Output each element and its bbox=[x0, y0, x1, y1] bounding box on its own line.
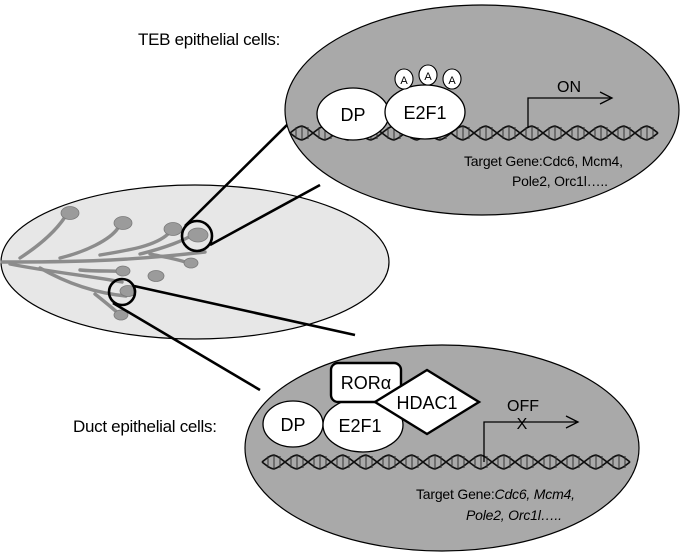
teb-panel-title: TEB epithelial cells: bbox=[138, 30, 280, 49]
transcription-off-arrow bbox=[483, 415, 580, 462]
blocked-x-mark: X bbox=[517, 416, 528, 433]
duct-panel-title: Duct epithelial cells: bbox=[73, 417, 217, 436]
duct-branch bbox=[98, 232, 170, 257]
connector-duct-lower bbox=[112, 301, 261, 392]
acetyl-group bbox=[442, 68, 462, 90]
connector-teb-upper bbox=[184, 121, 291, 227]
teb-zoom-circle bbox=[180, 219, 214, 253]
rora-label: RORα bbox=[341, 373, 391, 393]
e2f1-label: E2F1 bbox=[338, 416, 381, 436]
teb-panel-ellipse bbox=[284, 4, 680, 216]
acetylation-marks: A A A bbox=[394, 64, 462, 90]
acetyl-group bbox=[418, 64, 438, 86]
acetyl-label: A bbox=[424, 71, 432, 83]
teb-panel: DP E2F1 A A A ON Target Gene:Cdc6, Mcm4,… bbox=[284, 4, 680, 216]
duct-zoom-circle bbox=[107, 277, 137, 307]
rora-protein bbox=[329, 361, 403, 404]
main-duct bbox=[0, 250, 207, 264]
duct-panel: DP E2F1 RORα HDAC1 OFF X Target Gene:Cdc… bbox=[244, 344, 640, 552]
duct-branch bbox=[58, 226, 120, 260]
acetyl-label: A bbox=[448, 75, 456, 87]
target-prefix: Target Gene: bbox=[416, 486, 495, 502]
teb-bud bbox=[113, 309, 129, 321]
duct-branch bbox=[8, 262, 124, 284]
transcription-on-label: ON bbox=[557, 79, 581, 96]
target-prefix: Target Gene: bbox=[464, 153, 543, 169]
teb-bud bbox=[163, 222, 183, 236]
teb-bud bbox=[113, 216, 133, 230]
teb-bud bbox=[187, 227, 209, 243]
teb-bud bbox=[183, 257, 199, 269]
dp-label: DP bbox=[340, 105, 365, 125]
target-genes: Cdc6, Mcm4, bbox=[543, 153, 623, 169]
duct-branch bbox=[38, 266, 128, 298]
teb-target-genes-line2: Pole2, Orc1l….. bbox=[512, 173, 608, 189]
hdac1-protein bbox=[372, 368, 482, 436]
duct-branch bbox=[18, 215, 67, 260]
duct-target-genes-line2: Pole2, Orc1l….. bbox=[466, 507, 562, 523]
terminal-end-buds bbox=[60, 206, 209, 321]
transcription-on-arrow bbox=[527, 91, 614, 128]
duct-panel-ellipse bbox=[244, 344, 640, 552]
connector-teb-lower bbox=[209, 183, 321, 247]
teb-bud bbox=[60, 206, 80, 220]
dna-helix-duct bbox=[261, 454, 631, 470]
transcription-off-label: OFF bbox=[507, 398, 539, 415]
dp-label: DP bbox=[280, 415, 305, 435]
hdac1-label: HDAC1 bbox=[396, 393, 457, 413]
acetyl-label: A bbox=[400, 75, 408, 87]
teb-target-genes-line1: Target Gene:Cdc6, Mcm4, bbox=[464, 153, 623, 169]
acetyl-group bbox=[394, 68, 414, 90]
e2f1-label: E2F1 bbox=[403, 103, 446, 123]
mammary-gland bbox=[0, 184, 390, 340]
zoom-connectors bbox=[112, 121, 356, 392]
connector-duct-upper bbox=[133, 284, 356, 337]
duct-target-genes-line1: Target Gene:Cdc6, Mcm4, bbox=[416, 486, 575, 502]
target-genes: Cdc6, Mcm4, bbox=[495, 486, 575, 502]
teb-bud bbox=[147, 270, 165, 282]
teb-bud bbox=[115, 265, 131, 277]
